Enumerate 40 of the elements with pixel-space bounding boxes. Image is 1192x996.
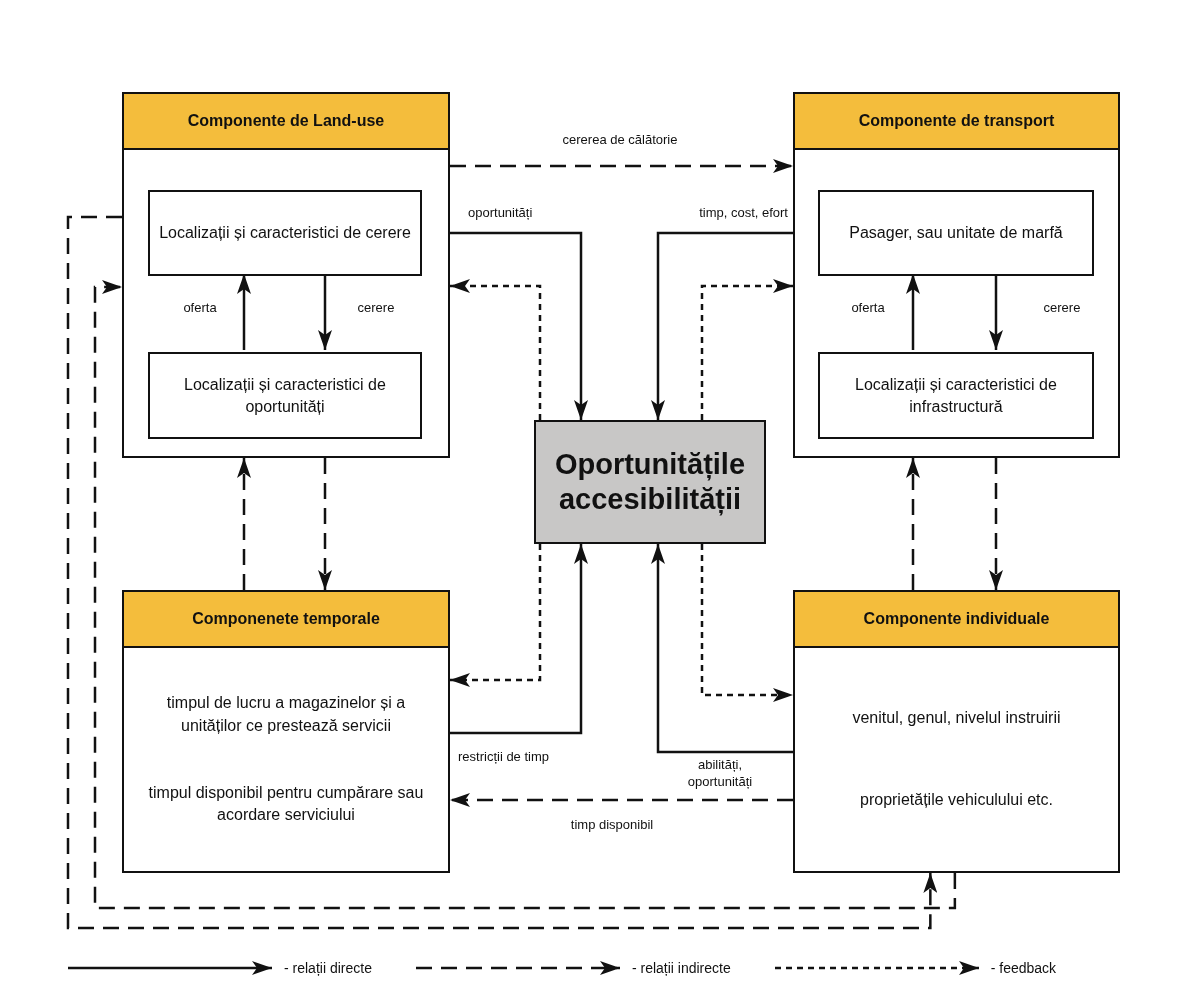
arrow xyxy=(450,231,588,420)
description-text: timpul de lucru a magazinelor și a unităților ce prestează servicii xyxy=(165,693,407,736)
panel-header: Componente individuale xyxy=(795,592,1118,648)
arrow xyxy=(237,458,251,590)
arrow xyxy=(318,274,332,350)
arrow xyxy=(700,544,793,702)
legend-text: - feedback xyxy=(990,960,1057,976)
central-box: Oportunitățile accesibilității xyxy=(534,420,766,544)
process-box: Localizații și caracteristici de infrastructură xyxy=(818,352,1094,439)
description-text: proprietățile vehiculului etc. xyxy=(860,790,1053,811)
component-panel xyxy=(793,590,1120,873)
arrow xyxy=(906,274,920,350)
component-panel xyxy=(122,590,450,873)
process-box: Pasager, sau unitate de marfă xyxy=(818,190,1094,276)
arrow xyxy=(989,458,1003,590)
arrow xyxy=(93,280,957,910)
arrow xyxy=(450,279,542,420)
arrow xyxy=(237,274,251,350)
arrow xyxy=(450,544,542,687)
arrow xyxy=(651,544,793,754)
process-box: Localizații și caracteristici de cerere xyxy=(148,190,422,276)
legend-text: - relații directe xyxy=(284,960,372,976)
panel-header: Componente de Land-use xyxy=(124,94,448,150)
panel-header: Componenete temporale xyxy=(124,592,448,648)
arrow xyxy=(989,274,1003,350)
arrow xyxy=(450,793,793,807)
arrow xyxy=(906,458,920,590)
component-panel xyxy=(793,92,1120,458)
legend-text: - relații indirecte xyxy=(631,960,731,976)
process-box: Localizații și caracteristici de oportunități xyxy=(148,352,422,439)
description-text: venitul, genul, nivelul instruirii xyxy=(852,708,1061,729)
arrow xyxy=(318,458,332,590)
arrow xyxy=(450,159,793,173)
panel-header: Componente de transport xyxy=(795,94,1118,150)
arrow xyxy=(651,231,793,420)
description-text: timpul disponibil pentru cumpărare sau acordare serviciului xyxy=(148,782,424,826)
arrow xyxy=(66,215,938,930)
component-panel xyxy=(122,92,450,458)
arrow xyxy=(700,279,793,420)
arrow xyxy=(450,544,588,735)
